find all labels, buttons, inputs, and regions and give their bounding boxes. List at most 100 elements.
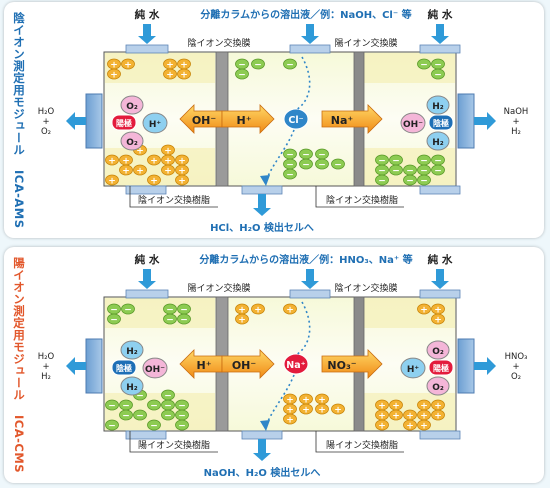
ion: [175, 174, 189, 186]
ion: [147, 154, 161, 166]
ion-sign: +: [150, 177, 158, 187]
ion: [299, 158, 313, 170]
ion-sign: +: [122, 167, 130, 177]
inlet-plate: [419, 289, 461, 299]
ion: [417, 419, 431, 431]
module-title: 陰イオン測定用モジュール: [12, 11, 26, 156]
ion: [107, 68, 121, 80]
module-diagram: 純 水純 水分離カラムからの溶出液／例：HNO₃、Na⁺ 等陽イオン交換膜陰イオ…: [38, 253, 528, 479]
inlet-plate: [125, 289, 169, 299]
ion-sign: −: [318, 151, 326, 161]
left-product-arrow-head: [66, 357, 75, 375]
right-product-arrow: [474, 117, 488, 125]
ion-bubble-label: H₂: [126, 383, 138, 393]
ion-sign: −: [164, 402, 172, 412]
arrow-ion-label: OH⁻: [192, 114, 217, 127]
left-product: H₂O: [38, 352, 55, 362]
ion-sign: −: [334, 161, 342, 171]
ion-bubble: [120, 95, 144, 115]
ion: [105, 399, 119, 411]
ion: [375, 419, 389, 431]
module-title: 陽イオン測定用モジュール: [12, 256, 26, 401]
ion-bubble-label: OH⁻: [403, 120, 423, 130]
ion: [431, 313, 445, 325]
ion-bubble: [426, 340, 450, 360]
ion-sign: +: [318, 406, 326, 416]
inflow-arrow: [436, 24, 444, 37]
right-product: +: [512, 117, 519, 127]
ion-flow-arrow-right: [321, 104, 383, 134]
ion-sign: +: [180, 71, 188, 81]
electrode-tag-label: 陰極: [116, 363, 132, 373]
ion: [177, 68, 191, 80]
ion: [331, 158, 345, 170]
resin-label: 陽イオン交換樹脂: [138, 439, 210, 451]
module-diagram: 純 水純 水分離カラムからの溶出液／例：NaOH、Cl⁻ 等陰イオン交換膜陽イオ…: [38, 8, 529, 234]
ion-sign: −: [150, 402, 158, 412]
ion-bubble: [426, 376, 450, 396]
ion-sign: −: [122, 402, 130, 412]
ion-sign: −: [286, 161, 294, 171]
ion-sign: +: [166, 71, 174, 81]
ion-bubble-label: H₂: [432, 138, 444, 148]
eluent-ion: [283, 108, 309, 130]
ion-sign: +: [378, 402, 386, 412]
ion-bubble: [142, 357, 168, 379]
membrane-label: 陰イオン交換膜: [187, 37, 250, 49]
eluent-ion-label: Cl⁻: [288, 115, 303, 126]
ion: [133, 409, 147, 421]
ion-sign: +: [110, 71, 118, 81]
ion-sign: +: [150, 157, 158, 167]
ion-sign: +: [406, 412, 414, 422]
ion-sign: +: [420, 412, 428, 422]
ion-sign: −: [420, 61, 428, 71]
left-product: H₂O: [38, 107, 55, 117]
ion-sign: +: [178, 157, 186, 167]
ion: [107, 313, 121, 325]
ion: [431, 68, 445, 80]
electrode-tag: [111, 114, 137, 131]
eluent-flow-arrowhead: [260, 420, 270, 431]
inflow-arrow-head: [431, 36, 449, 44]
right-product: NaOH: [504, 107, 529, 117]
ion-sign: +: [164, 167, 172, 177]
ion-bubble-label: O₂: [432, 347, 444, 357]
ion: [315, 158, 329, 170]
membrane-label: 陽イオン交換膜: [187, 282, 250, 294]
ion-sign: +: [164, 147, 172, 157]
ion: [283, 168, 297, 180]
module-code: ICA-AMS: [12, 169, 26, 229]
membrane-label: 陽イオン交換膜: [334, 37, 397, 49]
pure-water-label: 純 水: [135, 8, 160, 21]
ion-sign: +: [318, 396, 326, 406]
ion-sign: +: [124, 61, 132, 71]
ion-sign: −: [150, 422, 158, 432]
resin-callout: [315, 186, 404, 208]
ion: [121, 303, 135, 315]
left-product: +: [42, 117, 49, 127]
electrode-tag: [428, 359, 454, 376]
resin-zone: [105, 53, 215, 83]
right-product: H₂: [511, 127, 521, 137]
ion: [315, 403, 329, 415]
arrow-ion-label: H⁺: [196, 359, 211, 372]
ion-sign: −: [302, 151, 310, 161]
ion-bubble-label: O₂: [126, 102, 138, 112]
ion: [251, 58, 265, 70]
ion-flow-arrow-right: [221, 104, 275, 134]
ion-sign: −: [286, 61, 294, 71]
ion: [299, 403, 313, 415]
eluent-flow-arrowhead: [260, 175, 270, 186]
ion-sign: −: [108, 402, 116, 412]
ion: [147, 419, 161, 431]
inflow-arrow-head: [138, 36, 156, 44]
arrow-ion-label: NO₃⁻: [327, 359, 356, 372]
electrode-tag-label: 陰極: [433, 118, 449, 128]
ams-module-panel: 陰イオン測定用モジュール ICA-AMS 純 水純 水分離カラムからの溶出液／例…: [4, 2, 544, 238]
ion-sign: −: [166, 316, 174, 326]
ion-sign: +: [286, 416, 294, 426]
electrode-right: [457, 338, 475, 394]
ion-sign: +: [378, 412, 386, 422]
ion-bubble-label: H₂: [126, 347, 138, 357]
eluent-label: 分離カラムからの溶出液／例：NaOH、Cl⁻ 等: [200, 8, 411, 21]
